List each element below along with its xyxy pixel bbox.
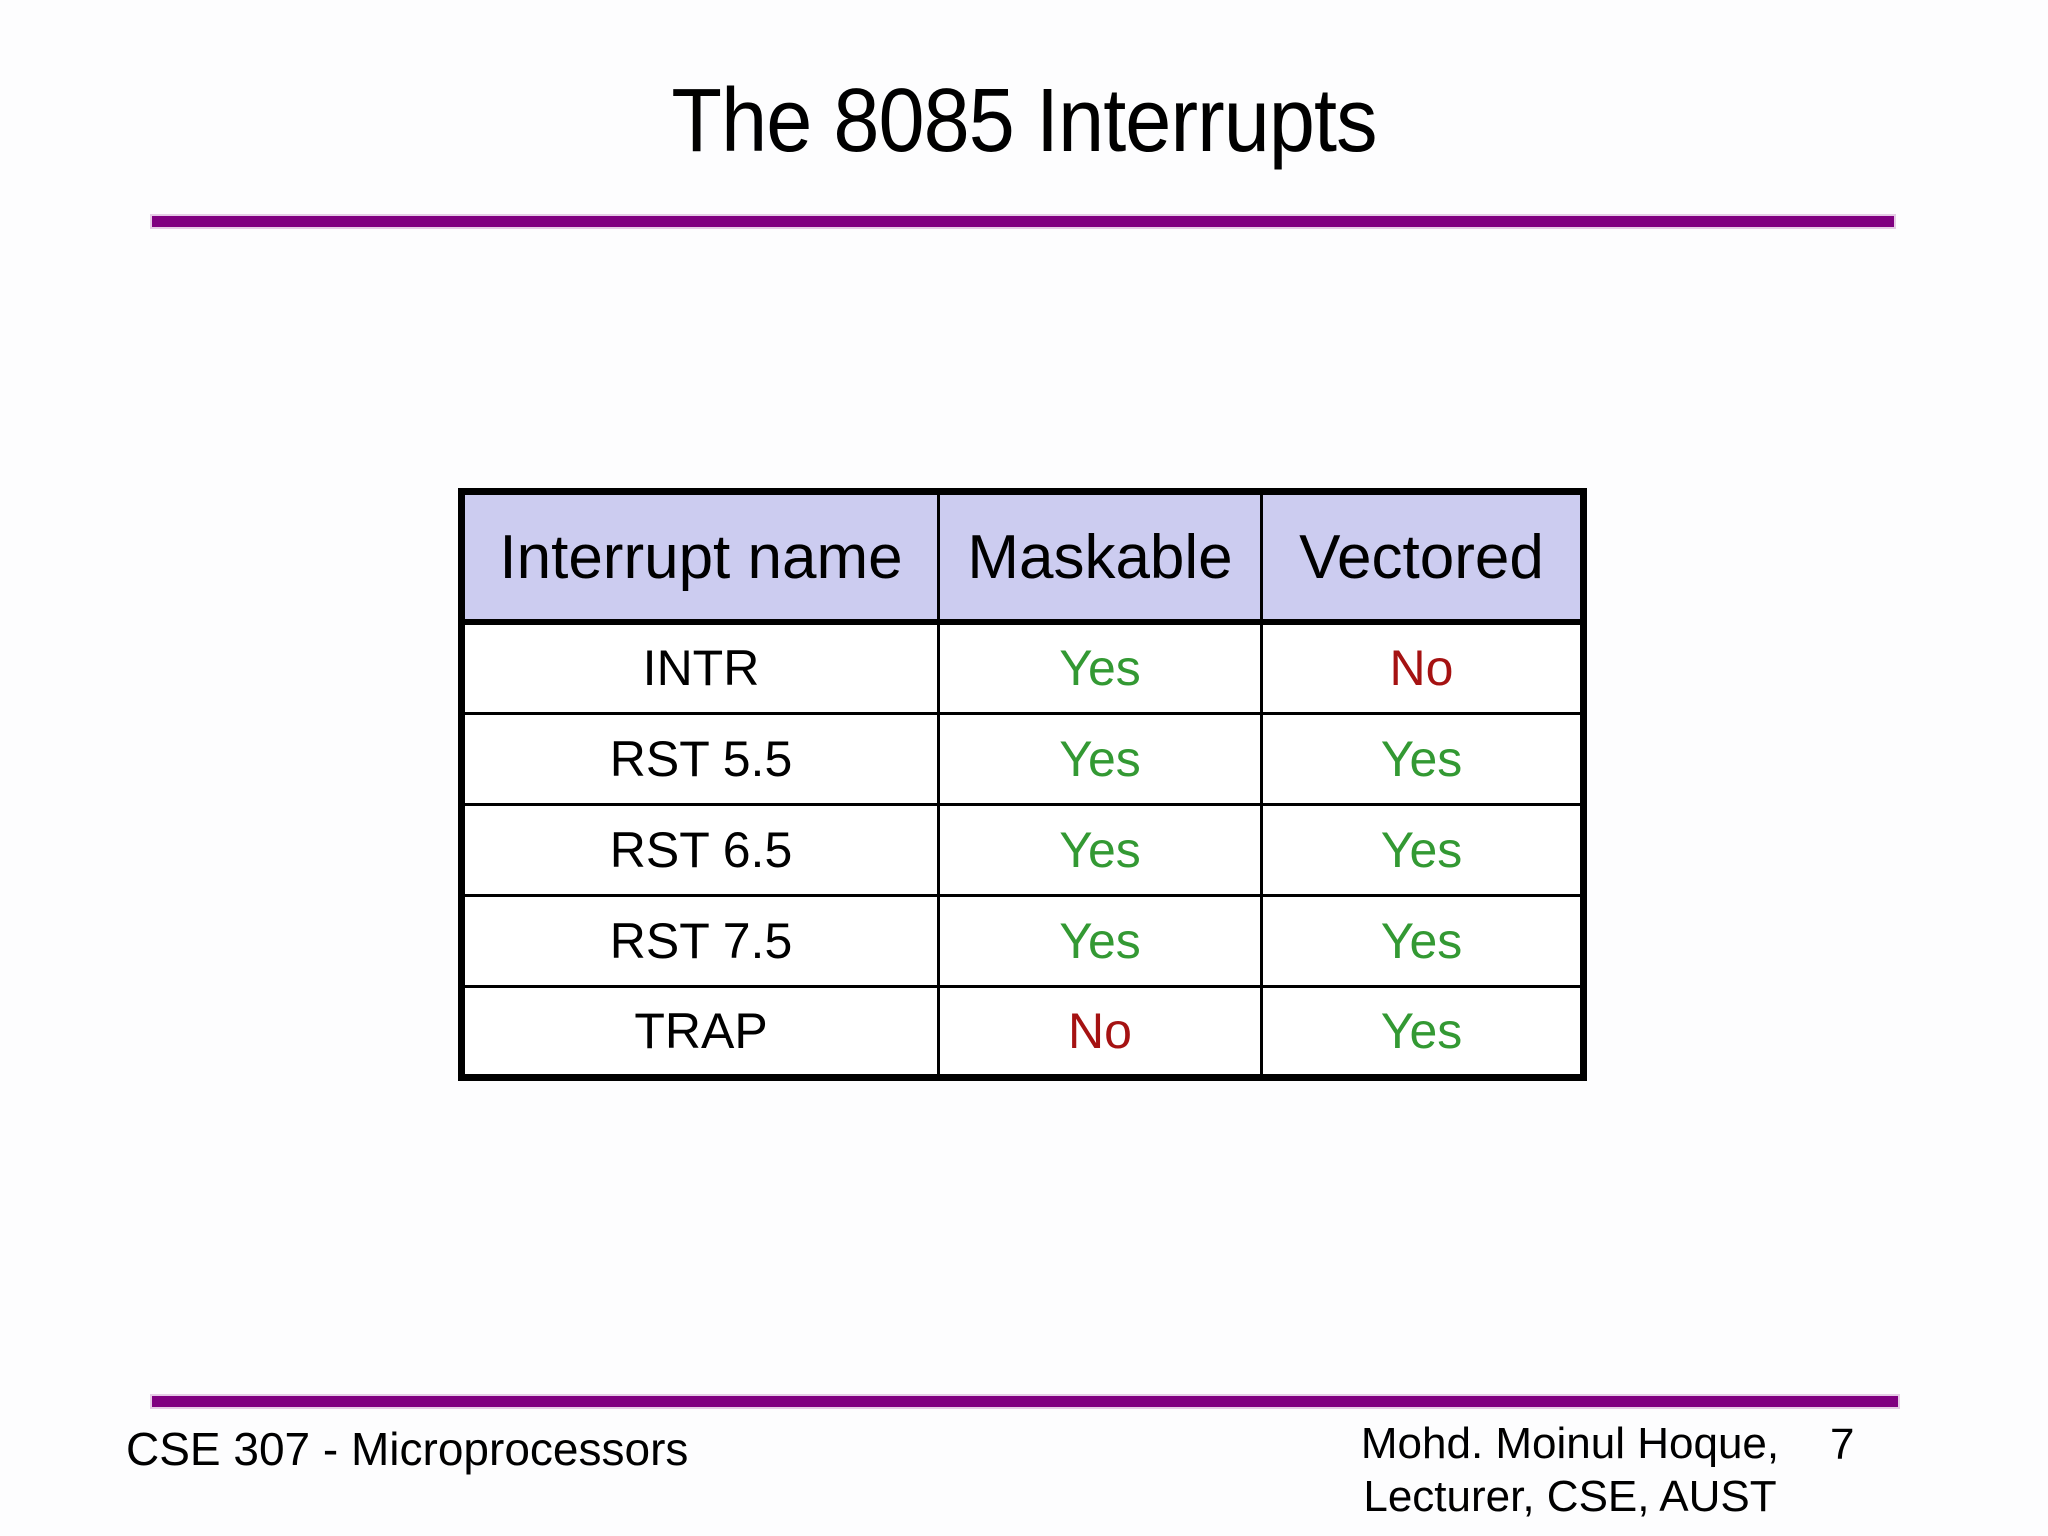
vectored-cell: Yes — [1260, 711, 1585, 806]
column-header-maskable: Maskable — [937, 490, 1263, 625]
interrupts-table: Interrupt name Maskable Vectored INTR Ye… — [458, 488, 1587, 1081]
footer-author-affiliation: Lecturer, CSE, AUST — [1363, 1471, 1777, 1521]
table-row: RST 6.5 Yes Yes — [460, 802, 1585, 897]
maskable-cell: Yes — [937, 620, 1263, 715]
interrupt-name-cell: INTR — [460, 620, 940, 715]
column-header-vectored: Vectored — [1260, 490, 1585, 625]
interrupt-name-cell: RST 5.5 — [460, 711, 940, 806]
maskable-cell: No — [937, 984, 1263, 1079]
column-header-interrupt-name: Interrupt name — [460, 490, 940, 625]
table-row: INTR Yes No — [460, 620, 1585, 715]
vectored-cell: Yes — [1260, 893, 1585, 988]
maskable-cell: Yes — [937, 711, 1263, 806]
vectored-cell: Yes — [1260, 802, 1585, 897]
maskable-cell: Yes — [937, 893, 1263, 988]
maskable-cell: Yes — [937, 802, 1263, 897]
footer-author-block: Mohd. Moinul Hoque, Lecturer, CSE, AUST — [1345, 1418, 1795, 1524]
interrupt-name-cell: RST 7.5 — [460, 893, 940, 988]
table-body: INTR Yes No RST 5.5 Yes Yes RST 6.5 Yes … — [460, 620, 1585, 1079]
vectored-cell: Yes — [1260, 984, 1585, 1079]
footer-course-label: CSE 307 - Microprocessors — [126, 1423, 689, 1475]
page-title: The 8085 Interrupts — [671, 71, 1377, 171]
interrupt-name-cell: RST 6.5 — [460, 802, 940, 897]
title-divider — [150, 214, 1896, 229]
footer-author-name: Mohd. Moinul Hoque, — [1360, 1419, 1780, 1468]
table-row: RST 7.5 Yes Yes — [460, 893, 1585, 988]
vectored-cell: No — [1260, 620, 1585, 715]
table-header-row: Interrupt name Maskable Vectored — [460, 490, 1585, 625]
interrupt-name-cell: TRAP — [460, 984, 940, 1079]
table-header: Interrupt name Maskable Vectored — [460, 490, 1585, 625]
footer-divider — [150, 1394, 1900, 1409]
page-number: 7 — [1830, 1420, 1855, 1469]
table-row: TRAP No Yes — [460, 984, 1585, 1079]
table-row: RST 5.5 Yes Yes — [460, 711, 1585, 806]
